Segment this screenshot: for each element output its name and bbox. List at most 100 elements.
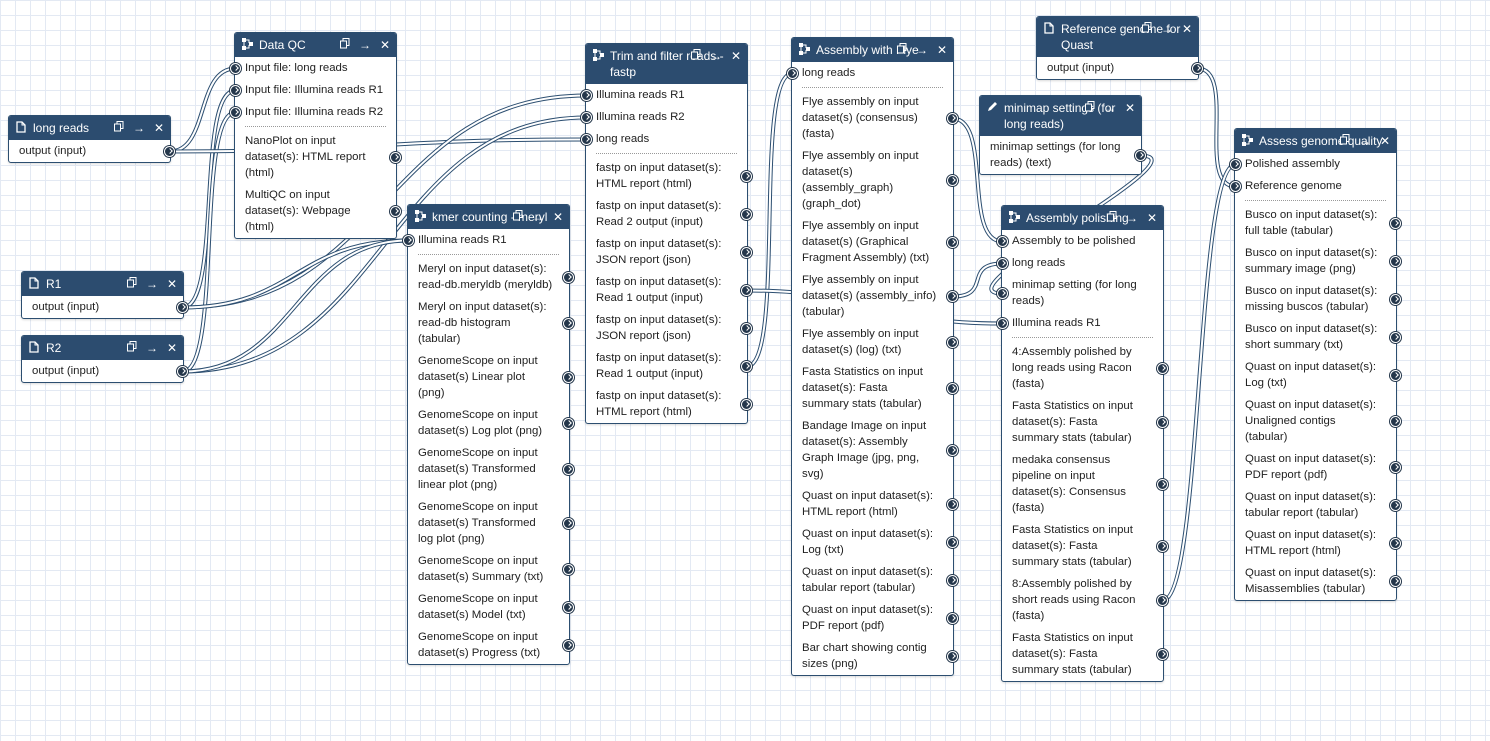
node-header[interactable]: minimap settings (for long reads)→✕ bbox=[980, 96, 1141, 136]
output-terminal[interactable] bbox=[947, 291, 958, 302]
node-header[interactable]: Data QC→✕ bbox=[235, 33, 396, 57]
output-terminal[interactable] bbox=[741, 247, 752, 258]
output-terminal[interactable] bbox=[1390, 256, 1401, 267]
arrow-right-icon[interactable]: → bbox=[1125, 211, 1138, 225]
output-terminal[interactable] bbox=[741, 399, 752, 410]
node-header[interactable]: Trim and filter reads - fastp→✕ bbox=[586, 44, 747, 84]
close-icon[interactable]: ✕ bbox=[1181, 22, 1192, 36]
arrow-right-icon[interactable]: → bbox=[531, 210, 544, 224]
close-icon[interactable]: ✕ bbox=[379, 38, 390, 52]
node-minimap[interactable]: minimap settings (for long reads)→✕minim… bbox=[979, 95, 1146, 175]
output-terminal[interactable] bbox=[563, 372, 574, 383]
arrow-right-icon[interactable]: → bbox=[1103, 101, 1116, 115]
output-terminal[interactable] bbox=[1390, 332, 1401, 343]
output-terminal[interactable] bbox=[563, 464, 574, 475]
arrow-right-icon[interactable]: → bbox=[358, 38, 371, 52]
output-terminal[interactable] bbox=[1157, 595, 1168, 606]
close-icon[interactable]: ✕ bbox=[936, 43, 947, 57]
output-terminal[interactable] bbox=[563, 318, 574, 329]
output-terminal[interactable] bbox=[1390, 500, 1401, 511]
output-terminal[interactable] bbox=[1390, 576, 1401, 587]
output-terminal[interactable] bbox=[1390, 294, 1401, 305]
copy-icon[interactable] bbox=[512, 209, 523, 225]
arrow-right-icon[interactable]: → bbox=[132, 121, 145, 135]
arrow-right-icon[interactable]: → bbox=[145, 277, 158, 291]
output-terminal[interactable] bbox=[177, 302, 188, 313]
output-terminal[interactable] bbox=[563, 518, 574, 529]
copy-icon[interactable] bbox=[1084, 100, 1095, 116]
output-terminal[interactable] bbox=[563, 272, 574, 283]
output-terminal[interactable] bbox=[947, 499, 958, 510]
close-icon[interactable]: ✕ bbox=[166, 341, 177, 355]
output-terminal[interactable] bbox=[947, 113, 958, 124]
output-terminal[interactable] bbox=[164, 146, 175, 157]
output-terminal[interactable] bbox=[1390, 370, 1401, 381]
output-terminal[interactable] bbox=[563, 564, 574, 575]
copy-icon[interactable] bbox=[126, 276, 137, 292]
node-kmer[interactable]: kmer counting - meryl→✕Illumina reads R1… bbox=[403, 204, 574, 665]
copy-icon[interactable] bbox=[339, 37, 350, 53]
input-terminal[interactable] bbox=[230, 107, 241, 118]
input-terminal[interactable] bbox=[997, 288, 1008, 299]
output-terminal[interactable] bbox=[563, 602, 574, 613]
output-terminal[interactable] bbox=[947, 575, 958, 586]
close-icon[interactable]: ✕ bbox=[153, 121, 164, 135]
arrow-right-icon[interactable]: → bbox=[1358, 134, 1371, 148]
node-assess[interactable]: Assess genome quality→✕Polished assembly… bbox=[1230, 128, 1401, 601]
output-terminal[interactable] bbox=[947, 383, 958, 394]
output-terminal[interactable] bbox=[1157, 417, 1168, 428]
output-terminal[interactable] bbox=[1390, 462, 1401, 473]
copy-icon[interactable] bbox=[896, 42, 907, 58]
input-terminal[interactable] bbox=[581, 112, 592, 123]
output-terminal[interactable] bbox=[1157, 479, 1168, 490]
output-terminal[interactable] bbox=[741, 209, 752, 220]
node-header[interactable]: kmer counting - meryl→✕ bbox=[408, 205, 569, 229]
copy-icon[interactable] bbox=[1106, 210, 1117, 226]
node-fastp[interactable]: Trim and filter reads - fastp→✕Illumina … bbox=[581, 43, 752, 424]
output-terminal[interactable] bbox=[947, 537, 958, 548]
node-r2[interactable]: R2→✕output (input) bbox=[21, 335, 188, 383]
input-terminal[interactable] bbox=[997, 236, 1008, 247]
arrow-right-icon[interactable]: → bbox=[145, 341, 158, 355]
close-icon[interactable]: ✕ bbox=[1379, 134, 1390, 148]
copy-icon[interactable] bbox=[1339, 133, 1350, 149]
node-header[interactable]: R1→✕ bbox=[22, 272, 183, 296]
node-header[interactable]: Reference genome for Quast→✕ bbox=[1037, 17, 1198, 57]
node-r1[interactable]: R1→✕output (input) bbox=[21, 271, 188, 319]
output-terminal[interactable] bbox=[947, 337, 958, 348]
node-polish[interactable]: Assembly polishing→✕Assembly to be polis… bbox=[997, 205, 1168, 682]
input-terminal[interactable] bbox=[403, 235, 414, 246]
node-header[interactable]: Assess genome quality→✕ bbox=[1235, 129, 1396, 153]
output-terminal[interactable] bbox=[1135, 150, 1146, 161]
input-terminal[interactable] bbox=[581, 90, 592, 101]
output-terminal[interactable] bbox=[741, 285, 752, 296]
output-terminal[interactable] bbox=[741, 323, 752, 334]
output-terminal[interactable] bbox=[563, 418, 574, 429]
arrow-right-icon[interactable]: → bbox=[1160, 22, 1173, 36]
output-terminal[interactable] bbox=[1157, 363, 1168, 374]
input-terminal[interactable] bbox=[581, 134, 592, 145]
arrow-right-icon[interactable]: → bbox=[915, 43, 928, 57]
node-long-reads[interactable]: long reads→✕output (input) bbox=[8, 115, 175, 163]
output-terminal[interactable] bbox=[390, 206, 401, 217]
input-terminal[interactable] bbox=[787, 68, 798, 79]
output-terminal[interactable] bbox=[1390, 538, 1401, 549]
output-terminal[interactable] bbox=[1192, 63, 1203, 74]
output-terminal[interactable] bbox=[741, 361, 752, 372]
node-header[interactable]: long reads→✕ bbox=[9, 116, 170, 140]
output-terminal[interactable] bbox=[1390, 416, 1401, 427]
input-terminal[interactable] bbox=[230, 63, 241, 74]
output-terminal[interactable] bbox=[390, 152, 401, 163]
copy-icon[interactable] bbox=[1141, 21, 1152, 37]
input-terminal[interactable] bbox=[997, 318, 1008, 329]
output-terminal[interactable] bbox=[741, 171, 752, 182]
output-terminal[interactable] bbox=[563, 640, 574, 651]
output-terminal[interactable] bbox=[947, 613, 958, 624]
node-header[interactable]: Assembly with Flye→✕ bbox=[792, 38, 953, 62]
output-terminal[interactable] bbox=[947, 651, 958, 662]
close-icon[interactable]: ✕ bbox=[730, 49, 741, 63]
output-terminal[interactable] bbox=[1157, 541, 1168, 552]
